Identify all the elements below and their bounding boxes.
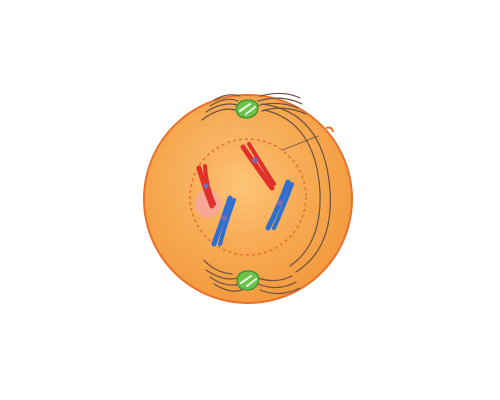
spindle-fibers (201, 92, 331, 295)
spindle-fiber (255, 102, 299, 109)
membrane-bump (325, 126, 334, 133)
spindle-fiber (209, 98, 239, 107)
centromere (252, 157, 258, 163)
chromosome-red-right (240, 142, 276, 191)
spindle-fiber (259, 287, 301, 295)
spindle-fiber (201, 108, 237, 121)
spindle-fiber (257, 281, 297, 289)
chromatid (240, 144, 275, 191)
spindle-fiber (263, 109, 321, 267)
spindle-fiber (261, 103, 331, 273)
chromatid (218, 198, 236, 246)
chromatid (211, 195, 233, 247)
chromosome-blue-right (265, 179, 294, 231)
chromosome-blue-left (211, 195, 236, 247)
centriole (240, 275, 257, 287)
centrosome-bottom (236, 270, 260, 291)
spindle-fiber (257, 275, 293, 282)
nucleolus (195, 190, 221, 218)
centromere (221, 215, 227, 221)
chromatid (247, 142, 276, 186)
centromere (203, 183, 209, 189)
spindle-fiber (205, 269, 239, 280)
spindle-fiber (213, 283, 243, 292)
spindle-fiber (213, 94, 241, 101)
spindle-fiber (259, 92, 301, 99)
centrosome-top-body (235, 99, 259, 119)
chromatid (272, 182, 294, 230)
spindle-fiber (203, 259, 233, 275)
centrosome-bottom-body (236, 270, 260, 291)
centriole (239, 103, 256, 115)
centrosome-top (235, 99, 259, 119)
centromere (277, 200, 283, 206)
chromosome-red-left (196, 164, 216, 209)
spindle-fiber (257, 97, 303, 105)
